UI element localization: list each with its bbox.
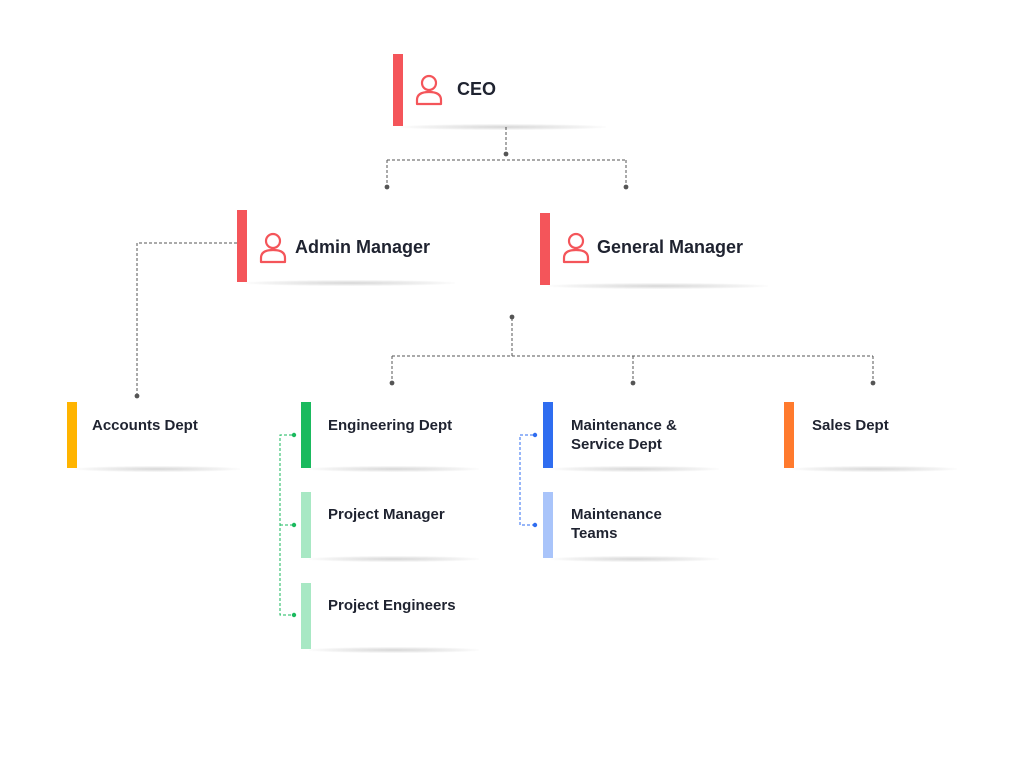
engineering-dept-node[interactable]: Engineering Dept: [301, 402, 479, 472]
general-manager-shadow: [548, 283, 768, 289]
admin-manager-accent-bar: [237, 210, 247, 282]
project-manager-shadow: [309, 556, 479, 562]
maintenance-teams-accent-bar: [543, 492, 553, 558]
sales-dept-label: Sales Dept: [812, 417, 889, 434]
maintenance-service-label-line2: Service Dept: [571, 436, 662, 453]
admin-manager-shadow: [245, 280, 455, 286]
admin-manager-node[interactable]: Admin Manager: [237, 210, 455, 286]
engineering-shadow: [309, 466, 479, 472]
project-engineers-shadow: [309, 647, 479, 653]
accounts-accent-bar: [67, 402, 77, 468]
sales-accent-bar: [784, 402, 794, 468]
maintenance-teams-label: Maintenance Teams: [571, 505, 662, 543]
ceo-label: CEO: [457, 79, 497, 99]
general-manager-accent-bar: [540, 213, 550, 285]
maintenance-teams-shadow: [551, 556, 719, 562]
project-manager-accent-bar: [301, 492, 311, 558]
maintenance-service-accent-bar: [543, 402, 553, 468]
project-engineers-label: Project Engineers: [328, 597, 456, 614]
maintenance-teams-label-line2: Teams: [571, 525, 618, 542]
accounts-dept-node[interactable]: Accounts Dept: [67, 402, 240, 472]
sales-shadow: [792, 466, 957, 472]
project-engineers-node[interactable]: Project Engineers: [301, 583, 479, 653]
maintenance-service-dept-node[interactable]: Maintenance & Service Dept: [543, 402, 719, 472]
maintenance-teams-node[interactable]: Maintenance Teams: [543, 492, 719, 562]
general-manager-label: General Manager: [597, 237, 744, 257]
accounts-dept-label: Accounts Dept: [92, 417, 198, 434]
admin-manager-label: Admin Manager: [295, 237, 431, 257]
general-manager-node[interactable]: General Manager: [540, 213, 768, 289]
maintenance-service-label-line1: Maintenance &: [571, 417, 677, 434]
sales-dept-node[interactable]: Sales Dept: [784, 402, 957, 472]
engineering-dept-label: Engineering Dept: [328, 417, 453, 434]
ceo-shadow: [401, 124, 606, 130]
maintenance-service-label: Maintenance & Service Dept: [571, 416, 677, 454]
ceo-accent-bar: [393, 54, 403, 126]
user-icon: [562, 232, 590, 264]
maintenance-service-shadow: [551, 466, 719, 472]
user-icon: [415, 74, 443, 106]
maintenance-teams-label-line1: Maintenance: [571, 506, 662, 523]
project-engineers-accent-bar: [301, 583, 311, 649]
project-manager-label: Project Manager: [328, 506, 445, 523]
user-icon: [259, 232, 287, 264]
project-manager-node[interactable]: Project Manager: [301, 492, 479, 562]
ceo-node[interactable]: CEO: [393, 54, 606, 130]
accounts-shadow: [75, 466, 240, 472]
engineering-accent-bar: [301, 402, 311, 468]
